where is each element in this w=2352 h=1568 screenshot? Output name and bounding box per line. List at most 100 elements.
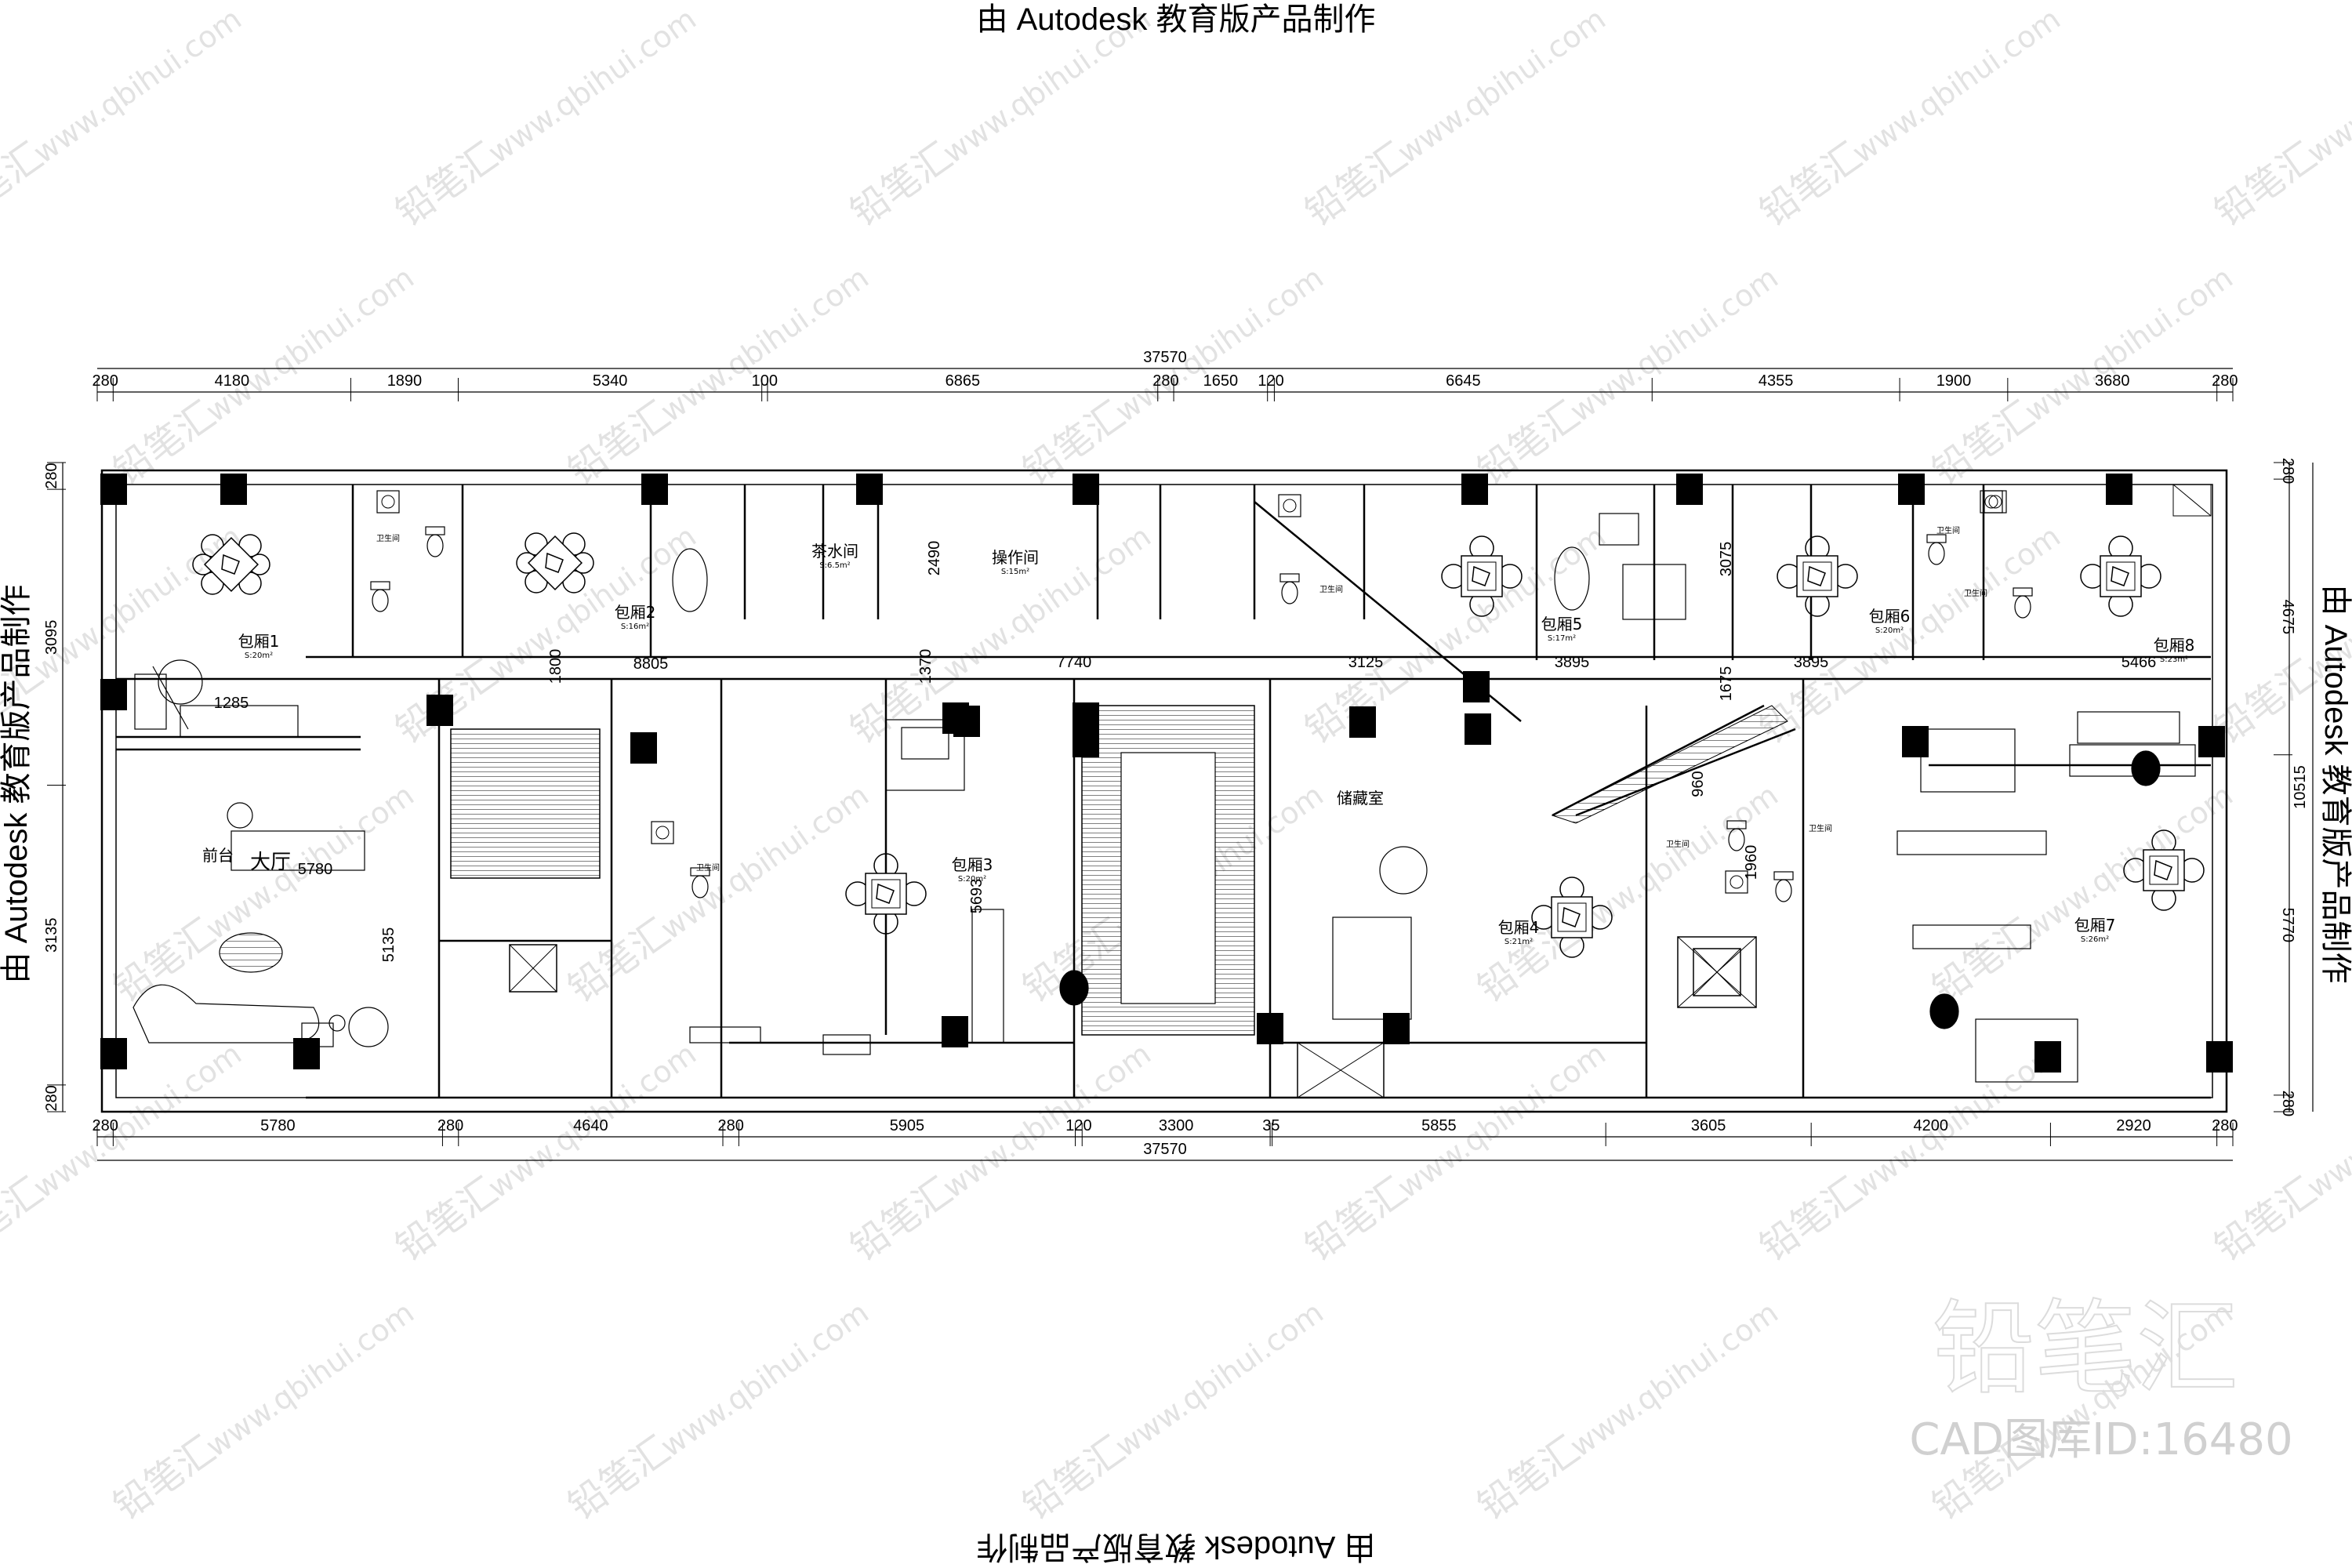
watermark-text: www.qbihui.com <box>27 519 248 688</box>
dimension-label: 280 <box>2212 1117 2238 1134</box>
column <box>641 474 668 505</box>
column <box>100 474 127 505</box>
watermark-text: www.qbihui.com <box>655 260 875 429</box>
column <box>1349 706 1376 738</box>
dimension-label: 5340 <box>593 372 628 390</box>
watermark-text: www.qbihui.com <box>2019 260 2239 429</box>
dimension-label: 2920 <box>2116 1117 2151 1134</box>
column <box>953 706 980 737</box>
watermark-text: www.qbihui.com <box>1564 1295 1784 1464</box>
dimension-label: 1900 <box>1936 372 1972 390</box>
column <box>1465 713 1491 745</box>
wc-label: 卫生间 <box>1936 525 1960 535</box>
dimension-label: 280 <box>2212 372 2238 390</box>
dimension-label: 5905 <box>890 1117 925 1134</box>
room-label: 储藏室 <box>1337 789 1384 808</box>
column <box>2206 1041 2233 1073</box>
inner-dimension-label: 2490 <box>926 541 943 576</box>
inner-dimension-label: 5780 <box>298 861 333 878</box>
watermark-text: www.qbihui.com <box>482 2 702 170</box>
dimension-label: 280 <box>1152 372 1178 390</box>
room-label: 包厢2 <box>615 603 656 622</box>
inner-dimension-label: 5466 <box>2122 654 2157 671</box>
column <box>220 474 247 505</box>
watermark-text: www.qbihui.com <box>655 778 875 946</box>
watermark-text: www.qbihui.com <box>1109 260 1330 429</box>
banner-left: 由 Autodesk 教育版产品制作 <box>0 584 34 983</box>
room-label: 包厢3 <box>952 855 993 874</box>
column <box>630 732 657 764</box>
dimension-label: 3680 <box>2095 372 2130 390</box>
watermark-text: www.qbihui.com <box>2301 2 2352 170</box>
inner-dimension-label: 3125 <box>1348 654 1384 671</box>
wc-label: 卫生间 <box>1666 839 1690 849</box>
dimension-label: 1890 <box>387 372 423 390</box>
watermark-text: www.qbihui.com <box>27 2 248 170</box>
column <box>942 1016 968 1047</box>
dimension-label: 5770 <box>2279 908 2296 943</box>
watermark-text: www.qbihui.com <box>1392 2 1612 170</box>
dimension-label: 120 <box>1065 1117 1091 1134</box>
dimension-label: 3605 <box>1691 1117 1726 1134</box>
watermark-text: www.qbihui.com <box>482 519 702 688</box>
room-area: S:21m² <box>1504 938 1533 946</box>
watermark-text: www.qbihui.com <box>1109 1295 1330 1464</box>
structural-columns <box>100 474 2233 1073</box>
overall-width-top: 37570 <box>1143 349 1187 366</box>
room-label: 包厢1 <box>238 632 280 651</box>
watermark-text: www.qbihui.com <box>1846 519 2067 688</box>
dimension-label: 4180 <box>215 372 250 390</box>
watermark-text: www.qbihui.com <box>27 1036 248 1205</box>
inner-dimension-label: 5135 <box>380 927 397 963</box>
room-label: 茶水间 <box>811 542 858 561</box>
watermark-text: www.qbihui.com <box>1846 1036 2067 1205</box>
dimension-label: 4355 <box>1759 372 1794 390</box>
room-label: 大厅 <box>250 851 291 874</box>
dimension-label: 280 <box>718 1117 744 1134</box>
room-label: 前台 <box>202 846 234 865</box>
room-area: S:16m² <box>621 622 649 631</box>
dimension-label: 6865 <box>946 372 981 390</box>
room-area: S:20m² <box>958 875 986 884</box>
room-area: S:26m² <box>2081 935 2109 944</box>
dimension-label: 4200 <box>1914 1117 1949 1134</box>
stair-hatch-left <box>450 728 601 879</box>
dimension-ticks <box>47 378 2292 1146</box>
inner-dimension-label: 1675 <box>1718 666 1735 702</box>
dimension-label: 35 <box>1262 1117 1279 1134</box>
elevator-shafts <box>509 484 2212 1098</box>
wc-label: 卫生间 <box>696 862 720 873</box>
inner-dimension-label: 3075 <box>1718 542 1735 577</box>
watermark-text: www.qbihui.com <box>1846 2 2067 170</box>
column <box>426 695 453 726</box>
wc-label: 卫生间 <box>1319 584 1343 594</box>
watermark-text: www.qbihui.com <box>937 519 1157 688</box>
room-area: S:6.5m² <box>819 561 850 570</box>
dimension-label: 4675 <box>2279 600 2296 635</box>
banner-bottom: 由 Autodesk 教育版产品制作 <box>976 1530 1375 1564</box>
column <box>856 474 883 505</box>
room-area: S:23m² <box>2160 655 2188 664</box>
dimension-label: 3135 <box>43 917 60 953</box>
diagonal-stair <box>1551 705 1788 824</box>
dimension-label: 280 <box>92 372 118 390</box>
dimension-label: 5855 <box>1421 1117 1457 1134</box>
column <box>1383 1013 1410 1044</box>
column <box>1073 726 1099 757</box>
banner-top: 由 Autodesk 教育版产品制作 <box>976 2 1375 37</box>
dimension-label: 5780 <box>260 1117 296 1134</box>
column <box>1463 671 1490 702</box>
watermark-text: www.qbihui.com <box>200 1295 420 1464</box>
room-label: 包厢5 <box>1541 615 1583 633</box>
inner-dimension-label: 1285 <box>214 695 249 712</box>
brand-mark-id: CAD图库ID:16480 <box>1909 1414 2292 1465</box>
room-label: 操作间 <box>992 548 1039 567</box>
inner-dimension-label: 3895 <box>1555 654 1590 671</box>
watermark-text: www.qbihui.com <box>2019 778 2239 946</box>
inner-dimension-label: 7740 <box>1057 654 1092 671</box>
wc-label: 卫生间 <box>376 533 400 543</box>
